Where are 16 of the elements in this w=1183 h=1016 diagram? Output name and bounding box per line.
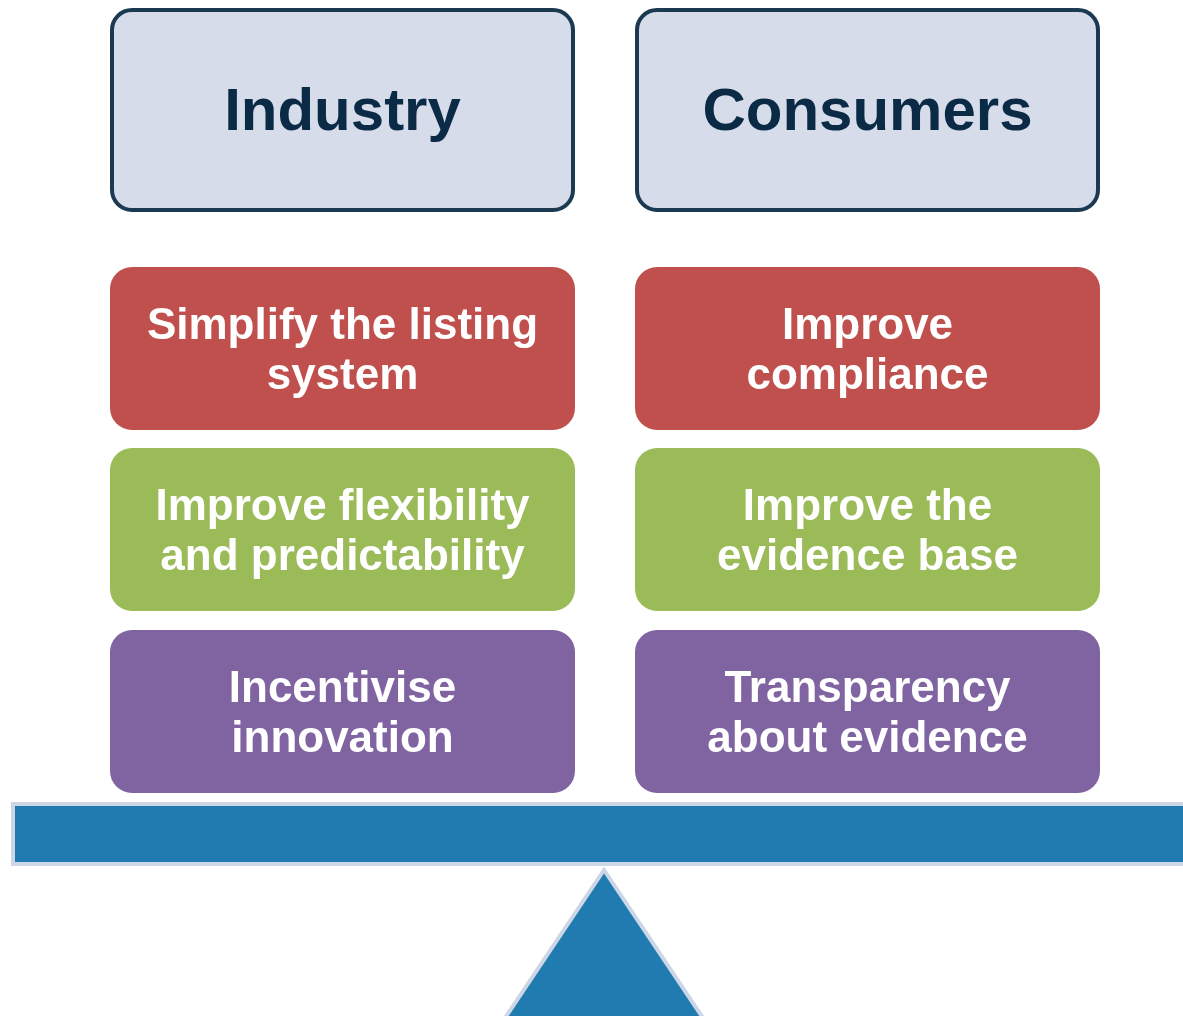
goal-box [110,448,575,611]
stakeholder-box [635,8,1100,212]
goal-label: Improve flexibility and predictability [154,480,531,579]
stakeholder-label: Industry [223,76,462,144]
goal-box [110,267,575,430]
goal-box [635,630,1100,793]
goal-label: Incentivise innovation [227,662,458,761]
goal-label: Improve compliance [745,299,990,398]
stakeholder-label: Consumers [701,76,1034,144]
goal-box [635,448,1100,611]
goal-box [110,630,575,793]
goal-box [635,267,1100,430]
stakeholder-box [110,8,575,212]
goal-label: Transparency about evidence [706,662,1029,761]
goal-label: Improve the evidence base [716,480,1019,579]
goal-label: Simplify the listing system [145,299,540,398]
